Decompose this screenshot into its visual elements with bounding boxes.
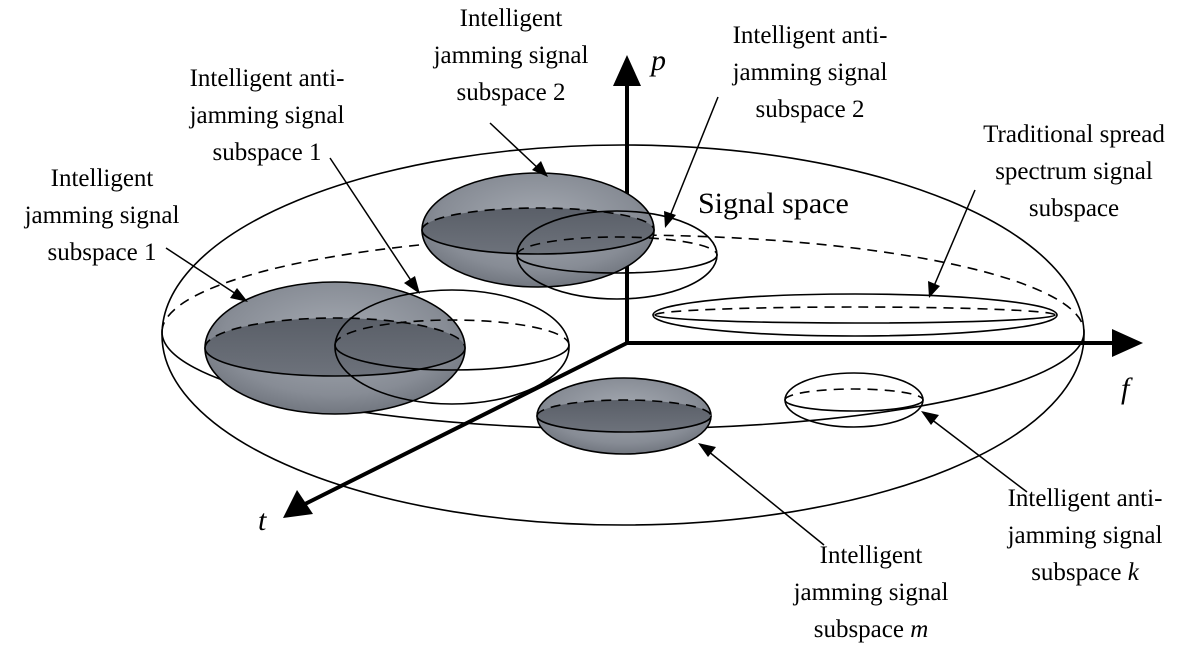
traditional-spread-spectrum-subspace — [652, 293, 1058, 337]
leader-ijm — [698, 443, 825, 546]
anti-jamming-subspace-2 — [516, 210, 718, 300]
svg-text:subspace 2: subspace 2 — [756, 96, 865, 123]
svg-text:jamming signal: jamming signal — [189, 102, 345, 129]
label-iaj1: Intelligent anti- jamming signal subspac… — [189, 65, 345, 166]
svg-text:spectrum signal: spectrum signal — [995, 158, 1153, 185]
t-axis-label: t — [258, 504, 267, 537]
f-axis-arrowhead — [1112, 329, 1143, 357]
svg-text:Intelligent anti-: Intelligent anti- — [733, 22, 888, 49]
label-ijm: Intelligent jamming signal subspace m — [793, 542, 949, 643]
svg-text:jamming signal: jamming signal — [24, 202, 180, 229]
jamming-subspace-m — [536, 377, 712, 455]
svg-text:subspace: subspace — [1029, 195, 1119, 222]
p-axis-arrowhead — [613, 55, 641, 86]
anti-jamming-subspace-1 — [334, 289, 570, 405]
label-iaj2: Intelligent anti- jamming signal subspac… — [732, 22, 888, 123]
svg-text:Intelligent: Intelligent — [51, 165, 154, 192]
p-axis-label: p — [649, 44, 666, 77]
f-axis-label: f — [1121, 372, 1133, 405]
leader-iajk — [921, 411, 1028, 493]
leader-ij1 — [165, 247, 248, 302]
label-iajk: Intelligent anti- jamming signal subspac… — [1007, 485, 1163, 586]
label-tss: Traditional spread spectrum signal subsp… — [983, 121, 1165, 222]
svg-text:jamming signal: jamming signal — [433, 42, 589, 69]
svg-text:Intelligent anti-: Intelligent anti- — [1008, 485, 1163, 512]
signal-space-equator-back — [161, 234, 1085, 333]
svg-text:subspace 1: subspace 1 — [48, 239, 157, 266]
leader-tss — [928, 189, 976, 298]
label-ij2: Intelligent jamming signal subspace 2 — [433, 5, 589, 106]
svg-text:subspace 2: subspace 2 — [457, 79, 566, 106]
anti-jamming-subspace-k — [784, 372, 924, 428]
svg-text:jamming signal: jamming signal — [793, 579, 949, 606]
t-axis-line — [302, 341, 628, 507]
svg-text:Intelligent anti-: Intelligent anti- — [190, 65, 345, 92]
label-ij1: Intelligent jamming signal subspace 1 — [24, 165, 180, 266]
jamming-subspace-2 — [421, 172, 655, 288]
leader-ij2 — [489, 122, 548, 177]
svg-text:Intelligent: Intelligent — [820, 542, 923, 569]
svg-text:jamming signal: jamming signal — [1007, 522, 1163, 549]
t-axis-arrowhead — [283, 490, 313, 518]
svg-text:subspace 1: subspace 1 — [213, 139, 322, 166]
svg-text:Traditional spread: Traditional spread — [983, 121, 1165, 148]
svg-text:subspace k: subspace k — [1031, 559, 1140, 586]
svg-text:Intelligent: Intelligent — [460, 5, 563, 32]
svg-text:jamming signal: jamming signal — [732, 59, 888, 86]
leader-iaj2 — [664, 96, 719, 228]
svg-text:subspace m: subspace m — [814, 616, 929, 643]
signal-space-label: Signal space — [698, 187, 849, 220]
leader-iaj1 — [329, 157, 420, 294]
